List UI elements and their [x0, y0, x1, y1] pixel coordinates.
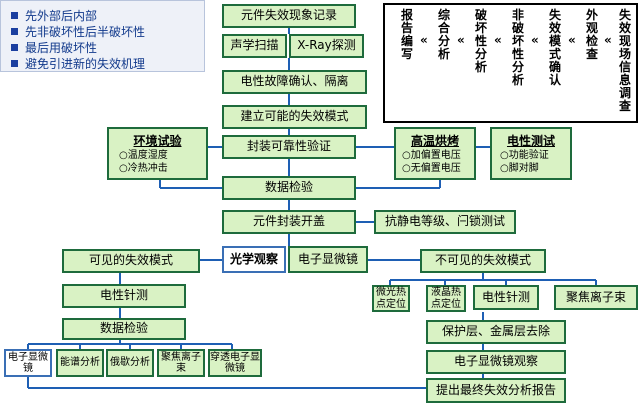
legend-item: 先外部后内部: [11, 7, 97, 24]
fault-confirm-box: 电性故障确认、隔离: [222, 70, 367, 94]
analysis-pipeline: 失效现场信息调查 « 外观检查 « 失效模式确认 « 非破坏性分析 « 破坏性分…: [383, 3, 638, 123]
sem-box: 电子显微镜: [288, 246, 368, 273]
bullet-icon: [11, 60, 18, 67]
pipeline-step: 失效模式确认: [548, 8, 561, 87]
tool-box-eds: 能谱分析: [56, 349, 104, 377]
elec-test-group: 电性测试 ○功能验证 ○脚对脚: [490, 127, 572, 180]
optical-box: 光学观察: [222, 246, 286, 273]
seal-verify-box: 封装可靠性验证: [222, 135, 356, 159]
probe-left-box: 电性针测: [62, 284, 186, 308]
final-report-box: 提出最终失效分析报告: [426, 378, 566, 403]
bake-test-item: ○无偏置电压: [402, 163, 461, 174]
bullet-icon: [11, 12, 18, 19]
pipeline-step: 非破坏性分析: [511, 8, 524, 87]
invisible-modes-box: 不可见的失效模式: [420, 249, 546, 273]
env-test-group: 环境试验 ○温度湿度 ○冷热冲击: [107, 127, 208, 180]
visible-modes-box: 可见的失效模式: [62, 249, 200, 273]
delayer-box: 保护层、金属层去除: [426, 320, 566, 344]
build-modes-box: 建立可能的失效模式: [222, 105, 367, 129]
env-test-item: ○冷热冲击: [119, 163, 168, 174]
arrow-left-icon: «: [494, 33, 502, 47]
elec-test-title: 电性测试: [506, 134, 555, 148]
probe-right-box: 电性针测: [473, 285, 539, 310]
esd-test-box: 抗静电等级、闩锁测试: [374, 210, 516, 234]
bake-test-title: 高温烘烤: [410, 134, 459, 148]
pipeline-step: 破坏性分析: [474, 8, 487, 74]
sem-observation-box: 电子显微镜观察: [426, 350, 566, 374]
arrow-left-icon: «: [420, 33, 428, 47]
data-check-box: 数据检验: [222, 176, 356, 200]
acoustic-scan-box: 声学扫描: [222, 34, 287, 58]
tool-box-auger: 俄歇分析: [106, 349, 154, 377]
legend-item: 最后用破坏性: [11, 39, 97, 56]
record-box: 元件失效现象记录: [222, 4, 356, 28]
data-check-left-box: 数据检验: [62, 318, 186, 340]
bake-test-item: ○加偏置电压: [402, 150, 461, 161]
bullet-icon: [11, 44, 18, 51]
principles-legend: 先外部后内部 先非破坏性后半破坏性 最后用破坏性 避免引进新的失效机理: [0, 0, 205, 72]
xray-box: X-Ray探测: [289, 34, 364, 58]
legend-item: 避免引进新的失效机理: [11, 55, 145, 72]
arrow-left-icon: «: [568, 33, 576, 47]
bullet-icon: [11, 28, 18, 35]
arrow-left-icon: «: [457, 33, 465, 47]
bake-test-group: 高温烘烤 ○加偏置电压 ○无偏置电压: [394, 127, 476, 180]
tool-box-fib: 聚焦离子束: [157, 349, 205, 377]
open-package-box: 元件封装开盖: [222, 210, 356, 234]
elec-test-item: ○脚对脚: [500, 163, 539, 174]
liquid-crystal-box: 液晶热点定位: [426, 285, 466, 312]
pipeline-step: 外观检查: [585, 8, 598, 61]
photo-emission-box: 微光热点定位: [372, 285, 410, 312]
pipeline-step: 失效现场信息调查: [618, 8, 631, 113]
env-test-title: 环境试验: [133, 134, 182, 148]
elec-test-item: ○功能验证: [500, 150, 549, 161]
arrow-left-icon: «: [531, 33, 539, 47]
env-test-item: ○温度湿度: [119, 150, 168, 161]
fib-right-box: 聚焦离子束: [554, 285, 638, 310]
legend-item: 先非破坏性后半破坏性: [11, 23, 145, 40]
pipeline-step: 综合分析: [437, 8, 450, 61]
tool-box-tem: 穿透电子显微镜: [208, 349, 262, 377]
pipeline-step: 报告编写: [400, 8, 413, 61]
arrow-left-icon: «: [604, 33, 612, 47]
tool-box-sem: 电子显微镜: [4, 349, 52, 377]
